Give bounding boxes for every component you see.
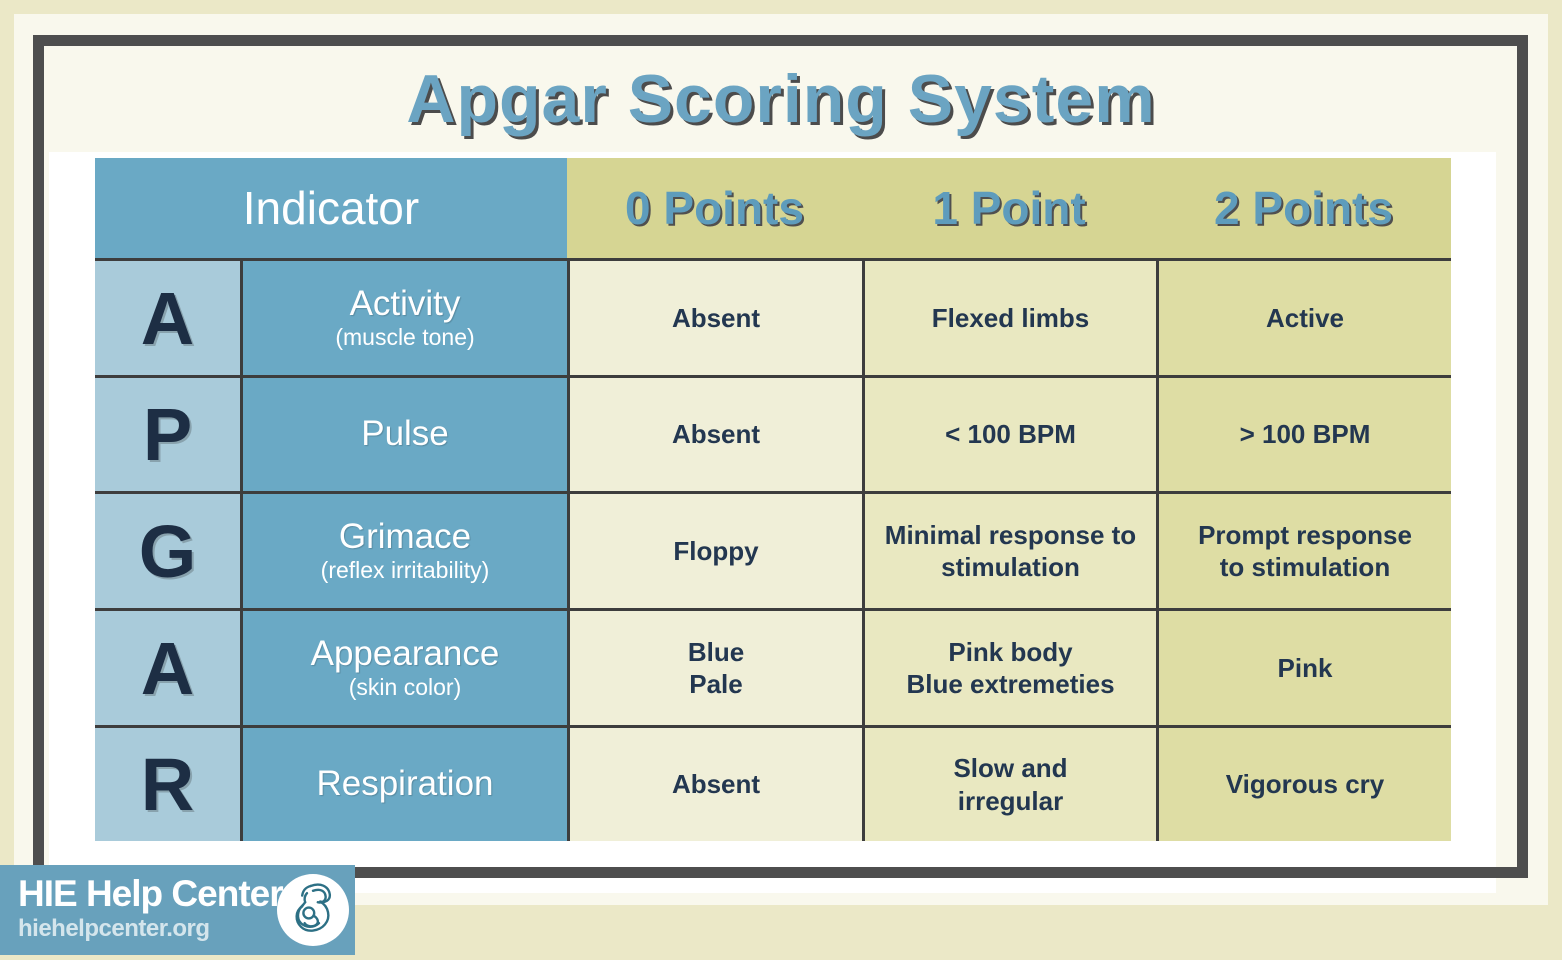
brand-name: HIE Help Center — [18, 873, 284, 914]
cell-1-point: Minimal response to stimulation — [862, 491, 1156, 608]
indicator-name: Grimace — [338, 517, 472, 557]
indicator-name: Respiration — [316, 764, 494, 804]
cell-0-points: Absent — [567, 375, 862, 491]
cell-2-points: Vigorous cry — [1156, 725, 1451, 841]
cell-2-points: Active — [1156, 258, 1451, 375]
apgar-table: Indicator 0 Points 1 Point 2 Points A Ac… — [95, 158, 1451, 841]
cell-0-points: Floppy — [567, 491, 862, 608]
logo-circle — [277, 874, 349, 946]
header-indicator: Indicator — [95, 158, 567, 258]
cell-0-points: Absent — [567, 258, 862, 375]
hie-help-center-banner: HIE Help Center hiehelpcenter.org — [0, 865, 355, 955]
cell-0-points: Blue Pale — [567, 608, 862, 725]
indicator-name: Activity — [349, 284, 461, 324]
cell-1-point: < 100 BPM — [862, 375, 1156, 491]
row-letter: A — [95, 258, 240, 375]
header-0-points: 0 Points — [567, 158, 862, 258]
row-indicator: Activity (muscle tone) — [240, 258, 567, 375]
indicator-subtitle: (skin color) — [348, 674, 462, 701]
banner-text: HIE Help Center hiehelpcenter.org — [18, 873, 284, 943]
cell-2-points: Pink — [1156, 608, 1451, 725]
cell-2-points: Prompt response to stimulation — [1156, 491, 1451, 608]
page-title: Apgar Scoring System — [406, 61, 1156, 137]
cell-1-point: Flexed limbs — [862, 258, 1156, 375]
row-letter: P — [95, 375, 240, 491]
cell-1-point: Slow and irregular — [862, 725, 1156, 841]
website-url: hiehelpcenter.org — [18, 914, 210, 942]
row-letter: R — [95, 725, 240, 841]
header-1-point: 1 Point — [862, 158, 1156, 258]
row-indicator: Pulse — [240, 375, 567, 491]
indicator-subtitle: (muscle tone) — [335, 324, 475, 351]
row-indicator: Respiration — [240, 725, 567, 841]
row-indicator: Appearance (skin color) — [240, 608, 567, 725]
cell-2-points: > 100 BPM — [1156, 375, 1451, 491]
indicator-name: Pulse — [361, 414, 449, 454]
header-2-points: 2 Points — [1156, 158, 1451, 258]
row-letter: G — [95, 491, 240, 608]
cell-0-points: Absent — [567, 725, 862, 841]
row-letter: A — [95, 608, 240, 725]
indicator-subtitle: (reflex irritability) — [320, 557, 490, 584]
cell-1-point: Pink body Blue extremeties — [862, 608, 1156, 725]
indicator-name: Appearance — [310, 634, 500, 674]
mother-and-baby-icon — [295, 883, 332, 932]
row-indicator: Grimace (reflex irritability) — [240, 491, 567, 608]
